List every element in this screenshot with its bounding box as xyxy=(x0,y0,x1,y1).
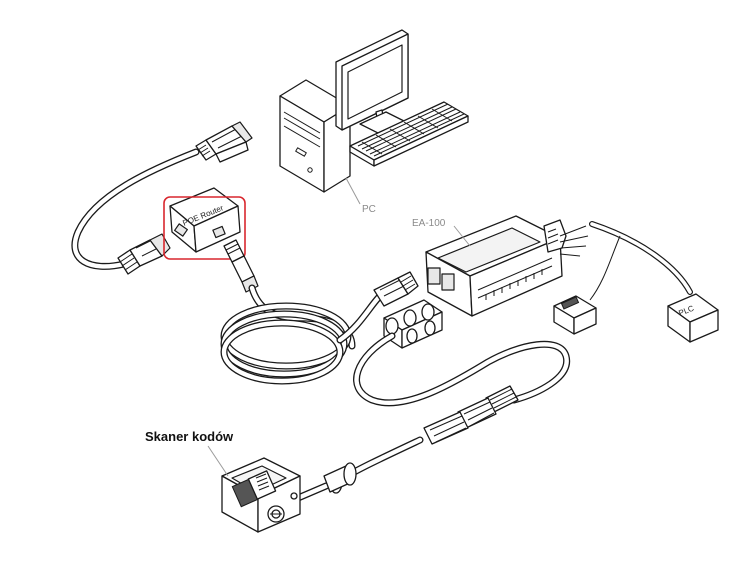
scanner-label: Skaner kodów xyxy=(145,429,234,444)
ethernet-cable-loop xyxy=(71,148,200,270)
pc-label: PC xyxy=(362,204,376,215)
scanner-leader-line xyxy=(207,445,229,477)
ea100-device: EA-100 xyxy=(412,215,567,317)
poe-router-highlight-box xyxy=(163,196,246,260)
ea100-label: EA-100 xyxy=(412,218,446,229)
ferrite-bead xyxy=(323,462,357,494)
ea100-wire-bundle xyxy=(559,221,693,301)
db9-serial-connector xyxy=(383,299,443,349)
pc-computer: PC xyxy=(279,29,469,215)
rj45-plug-router-left xyxy=(117,233,171,275)
pc-monitor xyxy=(335,29,411,137)
m12-connector-pair xyxy=(423,385,519,445)
rj45-plug-upper xyxy=(195,121,253,163)
ea100-leader-line xyxy=(453,225,471,247)
coiled-ethernet-cable xyxy=(220,284,384,385)
sensor-module xyxy=(553,295,597,335)
rj45-plug-router-bottom xyxy=(223,239,259,293)
rj45-plug-ea100 xyxy=(373,271,419,307)
plc-device: PLC xyxy=(667,293,719,343)
barcode-scanner xyxy=(221,457,301,533)
pc-leader-line xyxy=(345,177,361,205)
pc-keyboard xyxy=(349,101,469,167)
